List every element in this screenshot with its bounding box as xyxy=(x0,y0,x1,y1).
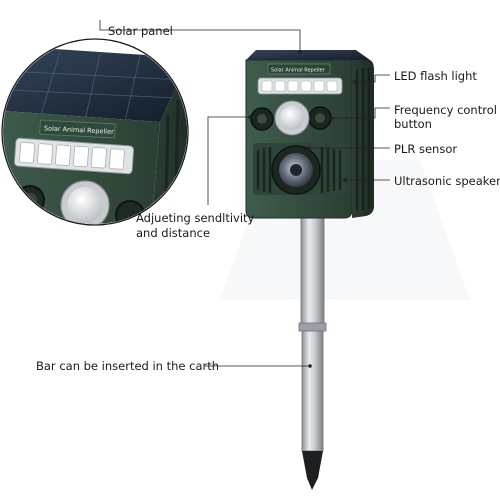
solar-panel-top xyxy=(246,50,370,60)
inset-logo-text: Solar Animal Repeller xyxy=(44,124,114,136)
repeller-body: Solar Animal Repeller xyxy=(245,50,374,219)
label-adjusting-line2: and distance xyxy=(136,226,211,240)
ultrasonic-speaker-grille xyxy=(253,143,345,195)
label-adjusting-line1: Adjueting sendltivity xyxy=(136,211,255,225)
callout-solar-panel xyxy=(99,20,301,52)
inset-knob xyxy=(15,185,45,215)
ground-stake xyxy=(298,215,327,490)
sensitivity-knob xyxy=(250,107,274,131)
inset-led-row xyxy=(13,137,135,175)
callout-lines xyxy=(99,20,390,367)
callout-frequency xyxy=(332,107,390,119)
callout-led xyxy=(355,74,390,83)
plr-sensor-dome xyxy=(274,100,310,136)
label-ultrasonic-speaker: Ultrasonic speaker xyxy=(394,174,500,188)
label-frequency-control-line2: button xyxy=(394,117,432,131)
label-plr-sensor: PLR sensor xyxy=(394,142,458,156)
magnified-inset: Solar Animal Repeller xyxy=(1,38,189,226)
label-led-flash-light: LED flash light xyxy=(394,69,477,83)
label-bar-inserted: Bar can be inserted in the carth xyxy=(36,359,220,373)
label-solar-panel: Solar panel xyxy=(108,24,173,38)
inset-solar-panel xyxy=(3,48,187,122)
frequency-control-knob xyxy=(308,106,332,130)
label-frequency-control-line1: Frequency control xyxy=(394,103,497,117)
stake-tip xyxy=(302,451,323,490)
callout-sensitivity xyxy=(207,116,250,205)
front-logo-text: Solar Animal Repeller xyxy=(271,68,326,74)
led-flash-light xyxy=(257,77,343,95)
